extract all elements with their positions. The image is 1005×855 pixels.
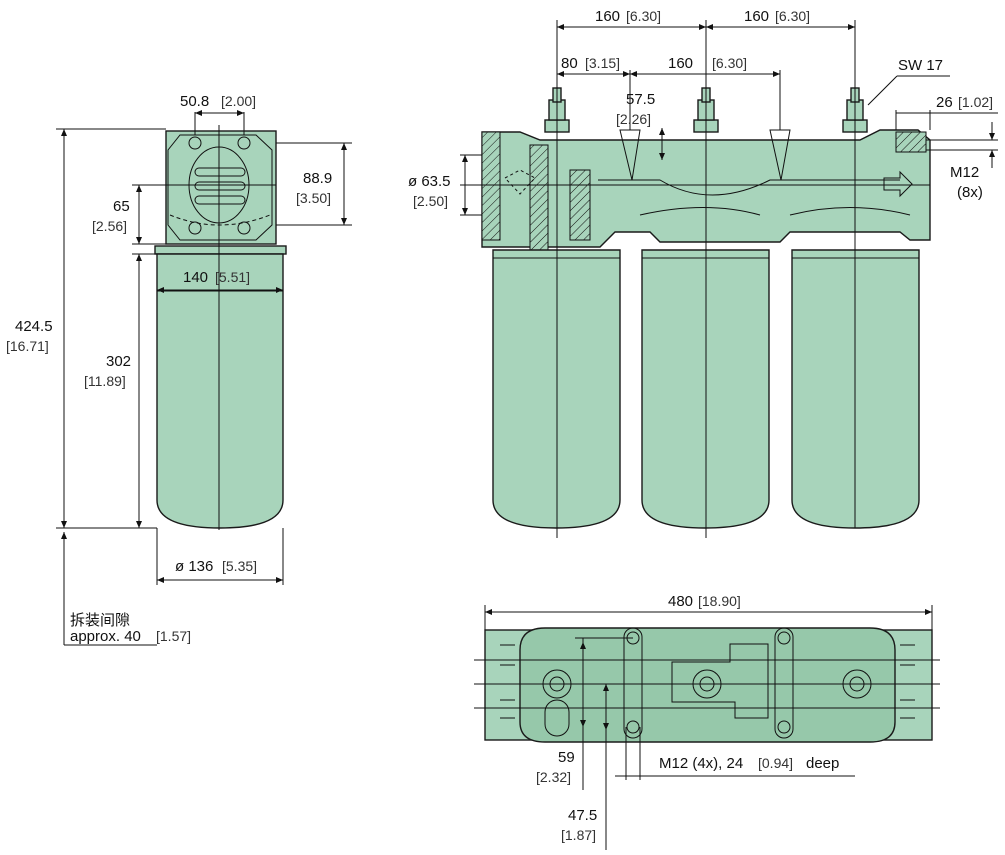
side-flange-block (165, 130, 277, 245)
removal-label: approx. 40 (70, 628, 141, 645)
dim-26: 26 (936, 94, 953, 111)
top-view: 480 [18.90] 59 [2.32] 47.5 [1.87] M12 (4… (474, 593, 940, 850)
dim-top-width-in: [2.00] (221, 93, 256, 109)
mount-slot (623, 627, 643, 739)
dim-pitch-1-in: [6.30] (626, 8, 661, 24)
dim-bowl-height: 302 (106, 353, 131, 370)
dim-57-in: [2.26] (616, 111, 651, 127)
removal-label-in: [1.57] (156, 628, 191, 644)
bolt-hole (237, 136, 251, 150)
dim-57: 57.5 (626, 91, 655, 108)
dim-length-in: [18.90] (698, 593, 741, 609)
port-rib (194, 181, 246, 191)
dim-body-width: 140 (183, 269, 208, 286)
thread-count: (8x) (957, 184, 983, 201)
dim-port-height: 65 (113, 198, 130, 215)
dim-26-in: [1.02] (958, 94, 993, 110)
m12-plug (895, 131, 927, 153)
side-view: 50.8 [2.00] 88.9 [3.50] 65 [2.56] 140 [5… (6, 93, 352, 646)
oval-boss (544, 699, 570, 737)
dim-flange-height-in: [3.50] (296, 190, 331, 206)
side-cap-ring (154, 245, 287, 255)
dim-pitch-2-in: [6.30] (775, 8, 810, 24)
hidden-line (169, 214, 271, 226)
dim-port-dia-in: [2.50] (413, 193, 448, 209)
mount-hole (626, 720, 640, 734)
dim-59-in: [2.32] (536, 769, 571, 785)
dim-port-height-in: [2.56] (92, 218, 127, 234)
manifold-contour (639, 207, 911, 216)
dim-bowl-dia-in: [5.35] (222, 558, 257, 574)
leader-line (867, 75, 898, 106)
flow-arrow-icon (883, 170, 913, 198)
bolt-hole (188, 136, 202, 150)
mount-slot (774, 627, 794, 739)
removal-label-cn: 拆装间隙 (70, 612, 130, 629)
dim-47-in: [1.87] (561, 827, 596, 843)
dim-flange-height: 88.9 (303, 170, 332, 187)
mount-hole (777, 631, 791, 645)
fins (500, 644, 515, 719)
center-boss (671, 643, 769, 719)
dim-160-inner: 160 (668, 55, 693, 72)
front-view: 160 [6.30] 160 [6.30] 80 [3.15] 160 [6.3… (408, 8, 998, 538)
dim-pitch-2: 160 (744, 8, 769, 25)
mount-thread-label: M12 (4x), 24 (659, 755, 743, 772)
dim-body-width-in: [5.51] (215, 269, 250, 285)
dim-47: 47.5 (568, 807, 597, 824)
port-rib (194, 167, 246, 177)
dim-80-in: [3.15] (585, 55, 620, 71)
dim-total-height: 424.5 (15, 318, 53, 335)
dim-59: 59 (558, 749, 575, 766)
side-bowl (156, 253, 284, 529)
bolt-hole (188, 221, 202, 235)
side-flange-outline (167, 134, 273, 241)
top-manifold (519, 627, 896, 743)
dim-pitch-1: 160 (595, 8, 620, 25)
dim-port-dia: ø 63.5 (408, 173, 451, 190)
wrench-size: SW 17 (898, 57, 943, 74)
port-rib (194, 195, 246, 205)
fins (900, 644, 915, 719)
section-hatch (569, 169, 591, 241)
bolt-hole (237, 221, 251, 235)
section-hatch (481, 131, 501, 241)
dim-total-height-in: [16.71] (6, 338, 49, 354)
mount-hole (777, 720, 791, 734)
dim-80: 80 (561, 55, 578, 72)
dim-bowl-height-in: [11.89] (84, 373, 126, 389)
mount-thread-suffix: deep (806, 755, 839, 772)
manifold-flow (598, 179, 900, 196)
thread-label: M12 (950, 164, 979, 181)
dim-bowl-dia: ø 136 (175, 558, 213, 575)
mount-thread-in: [0.94] (758, 755, 793, 771)
section-hatch (529, 144, 549, 251)
dim-top-width: 50.8 (180, 93, 209, 110)
dim-length: 480 (668, 593, 693, 610)
dim-160-inner-in: [6.30] (712, 55, 747, 71)
